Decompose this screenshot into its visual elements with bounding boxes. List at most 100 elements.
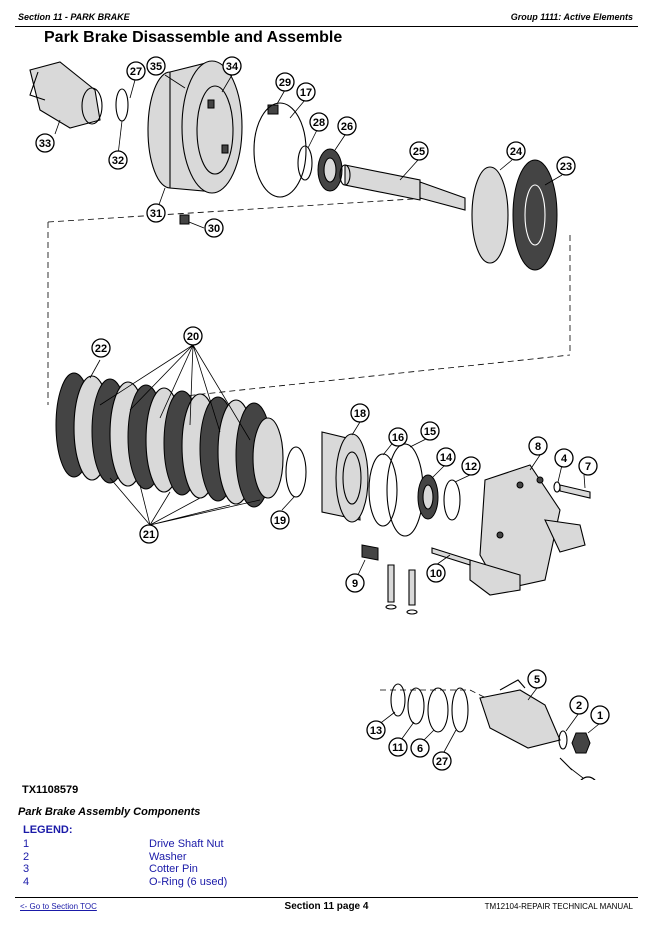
legend-description: O-Ring (6 used) [149,875,228,888]
gear-part [512,159,558,271]
callout-6: 6 [410,738,430,758]
callout-21: 21 [139,524,159,544]
group-header: Group 1111: Active Elements [510,12,633,22]
callout-12: 12 [461,456,481,476]
cap-screw-part [559,484,591,499]
friction-disk-stack-part [55,372,284,508]
callout-18: 18 [350,403,370,423]
bearing-part [317,148,343,192]
svg-text:15: 15 [424,426,436,438]
svg-text:18: 18 [354,408,366,420]
callout-5: 5 [527,669,547,689]
callout-3: 3 [580,776,596,780]
callout-20: 20 [183,326,203,346]
legend-row: 2 Washer [23,851,423,864]
exploded-view-diagram: 1 2 3 4 5 6 7 8 9 10 11 12 13 14 15 16 1… [29,56,610,780]
seal-lower-part [427,687,449,733]
washer-part [385,604,397,610]
seal-ring-part [285,446,307,498]
callout-26: 26 [337,116,357,136]
callout-11: 11 [388,737,408,757]
svg-text:34: 34 [226,61,239,73]
legend-number: 4 [23,875,30,888]
svg-text:31: 31 [150,208,162,220]
shim-part [407,687,425,725]
brake-bearing-part [417,474,439,520]
callout-7: 7 [578,456,598,476]
section-header: Section 11 - PARK BRAKE [18,12,130,22]
legend-row: 4 O-Ring (6 used) [23,876,423,889]
page-title: Park Brake Disassemble and Assemble [44,29,343,46]
callout-27-upper: 27 [126,61,146,81]
callout-23: 23 [556,156,576,176]
legend-description: Washer [149,850,187,863]
brake-body-part [469,464,586,596]
fitting-9-part [361,544,379,561]
ring-part [297,145,313,181]
callout-4: 4 [554,448,574,468]
svg-text:23: 23 [560,161,572,173]
svg-text:19: 19 [274,515,286,527]
callout-35: 35 [146,56,166,76]
svg-text:32: 32 [112,155,124,167]
svg-text:14: 14 [440,452,453,464]
legend-title: LEGEND: [23,824,73,836]
svg-text:26: 26 [341,121,353,133]
callout-25: 25 [409,141,429,161]
callout-27-lower: 27 [432,751,452,771]
svg-text:28: 28 [313,117,325,129]
callout-2: 2 [569,695,589,715]
figure-id: TX1108579 [22,784,79,796]
washer-lower-part [558,730,568,750]
svg-text:21: 21 [143,529,155,541]
callout-8: 8 [528,436,548,456]
callout-19: 19 [270,510,290,530]
callout-32: 32 [108,150,128,170]
spline-plate-part [471,166,509,264]
svg-text:27: 27 [130,66,142,78]
svg-text:5: 5 [534,674,540,686]
drive-shaft-part [339,164,466,211]
legend-number: 2 [23,850,30,863]
callout-10: 10 [426,563,446,583]
callout-16: 16 [388,427,408,447]
bolt-o-ring-part [553,481,561,493]
leader-lines [54,74,600,779]
legend-row: 1 Drive Shaft Nut [23,838,423,851]
svg-text:7: 7 [585,461,591,473]
bolt-part [387,564,416,606]
piston-seal-part [386,443,424,537]
svg-text:12: 12 [465,461,477,473]
svg-text:8: 8 [535,441,541,453]
svg-text:33: 33 [39,138,51,150]
svg-text:30: 30 [208,223,220,235]
figure-caption: Park Brake Assembly Components [18,806,201,818]
washer-part-b [406,609,418,615]
callout-29: 29 [275,72,295,92]
output-yoke-part [479,679,561,749]
snap-ring-part [115,88,129,122]
plug-part [179,214,190,225]
callout-24: 24 [506,141,526,161]
section-toc-link[interactable]: <- Go to Section TOC [20,902,97,911]
manual-name: TM12104-REPAIR TECHNICAL MANUAL [484,902,633,911]
callout-17: 17 [296,82,316,102]
pin-part [431,547,471,566]
svg-text:24: 24 [510,146,523,158]
callout-34: 34 [222,56,242,76]
svg-text:16: 16 [392,432,404,444]
retaining-ring-part [451,687,469,733]
svg-text:9: 9 [352,578,358,590]
callout-30: 30 [204,218,224,238]
nut-part [571,732,591,754]
legend-description: Drive Shaft Nut [149,838,224,850]
svg-text:4: 4 [561,453,568,465]
header-divider [15,26,638,27]
brake-housing-part [147,60,243,194]
legend-row: 3 Cotter Pin [23,863,423,876]
callout-28: 28 [309,112,329,132]
svg-text:25: 25 [413,146,425,158]
callout-22: 22 [91,338,111,358]
callout-1: 1 [590,705,610,725]
assembly-path-line [47,195,571,406]
